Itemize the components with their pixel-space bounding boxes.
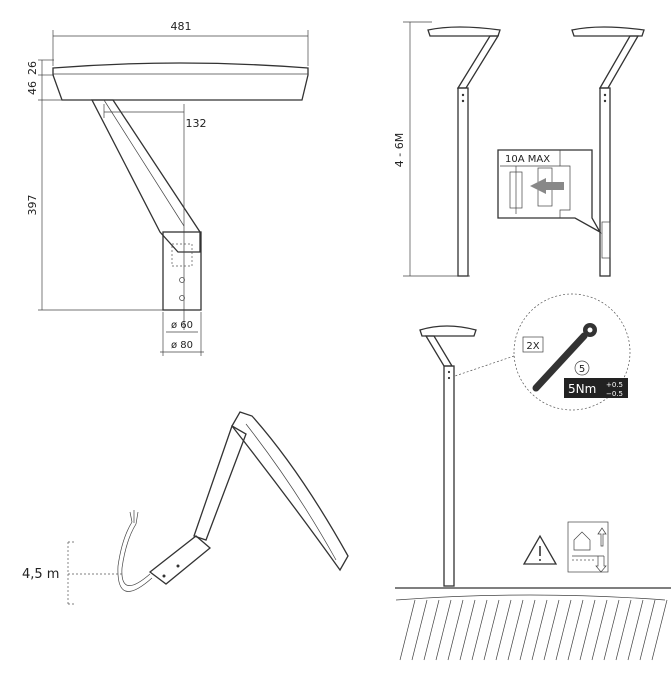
cable-length: 4,5 m	[22, 567, 59, 582]
count-label: 2X	[526, 341, 539, 352]
head-height-dimension: 46	[26, 81, 39, 95]
torque-badge	[564, 378, 628, 398]
inner-diameter-dimension: ø 60	[171, 320, 193, 331]
cable-section: 4,5 m	[22, 411, 349, 605]
socket-icon	[574, 360, 590, 376]
ground-hatch	[399, 599, 668, 661]
dimensioned-luminaire: 481 26 46 397 132 ø 60 ø 80	[26, 20, 309, 356]
torque-tol-plus: +0.5	[606, 381, 623, 389]
down-arrow-icon	[595, 556, 607, 573]
wrench-icon	[532, 332, 588, 392]
torque-tol-minus: −0.5	[606, 390, 623, 398]
wiring-icon	[567, 521, 609, 573]
torque-value: 5Nm	[568, 382, 596, 396]
outer-diameter-dimension: ø 80	[171, 340, 193, 351]
warning-icon	[522, 534, 558, 565]
left-arrow-icon	[530, 178, 546, 194]
socket-size: 5	[579, 364, 585, 375]
detail-circle	[513, 293, 631, 411]
ground-section	[395, 521, 671, 661]
pole-installation: 4 - 6M 10A MAX	[393, 21, 645, 277]
fuse-label: 10A MAX	[505, 154, 550, 165]
top-height-dimension: 26	[26, 61, 39, 75]
house-up-icon	[573, 531, 591, 551]
width-dimension: 481	[171, 20, 192, 33]
offset-dimension: 132	[186, 117, 207, 130]
pole-height-dimension: 397	[26, 195, 39, 216]
install-height-label: 4 - 6M	[393, 133, 406, 167]
torque-section: 2X 5 5Nm +0.5 −0.5	[419, 293, 631, 587]
